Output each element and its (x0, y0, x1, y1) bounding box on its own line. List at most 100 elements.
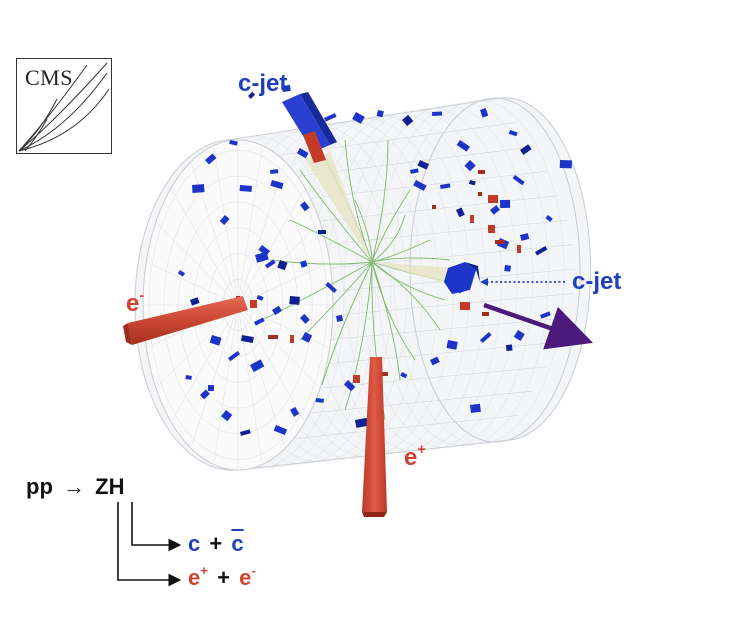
endcap-spoke (172, 189, 239, 306)
calo-hit-red (250, 300, 257, 308)
calo-hit-blue (209, 335, 222, 346)
grid-ring (376, 102, 549, 446)
cjet-pointer-head (480, 278, 488, 286)
process-equation: pp → ZH (26, 474, 124, 500)
calo-hit-blue (177, 270, 186, 277)
calo-hit-blue (352, 111, 365, 124)
calo-hit-blue (301, 332, 313, 343)
process-branch-charm: c + c (188, 531, 244, 557)
endcap-spoke (237, 304, 328, 348)
cjet-top-label: c-jet (238, 70, 287, 98)
track (371, 261, 416, 361)
charm-quark: c (188, 531, 201, 556)
calo-hit-blue (354, 417, 369, 428)
endcap-spoke (148, 262, 239, 306)
track (371, 139, 389, 263)
calo-hit-blue (199, 389, 210, 400)
calo-hit-blue (504, 265, 511, 272)
calo-hit-red (517, 245, 521, 253)
endcap-spoke (191, 304, 239, 447)
calo-hit-blue (336, 314, 344, 322)
calo-hit-blue (512, 174, 525, 186)
calo-hit-red (460, 302, 470, 310)
calo-hit-red (478, 170, 485, 174)
track (371, 189, 411, 263)
calo-hit-blue (290, 406, 300, 417)
calo-hit-blue (535, 246, 548, 256)
endcap-spoke (237, 304, 319, 387)
cjet-right-text: c-jet (572, 268, 622, 295)
electron-plus-charge: + (417, 442, 426, 458)
calo-hit-blue (376, 110, 384, 118)
endcap-spoke (237, 147, 263, 306)
track (371, 261, 446, 301)
endcap-spoke (237, 262, 328, 306)
calo-hit-blue (480, 108, 489, 118)
calo-hit-blue (192, 184, 205, 193)
electron: e (239, 565, 252, 590)
calo-hit-blue (559, 160, 572, 169)
calo-hit-blue (272, 305, 282, 316)
process-final: ZH (95, 474, 125, 499)
electron-plus-text: e (404, 444, 418, 471)
positron-charge: + (200, 563, 208, 578)
calo-hit-blue (254, 317, 265, 326)
jet-cone-right (372, 262, 455, 285)
endcap-spoke (237, 304, 304, 421)
process-branch-electron: e+ + e- (188, 563, 256, 591)
calo-hit-blue (325, 282, 337, 294)
calo-hit-blue (300, 260, 308, 268)
track (344, 139, 373, 263)
cjet-top-text: c-jet (238, 70, 288, 97)
calo-hit-blue (240, 429, 251, 436)
calo-hit-blue (469, 403, 481, 413)
calo-hit-blue (221, 410, 233, 422)
calo-hit-blue (207, 385, 214, 392)
calo-hit-red (478, 192, 482, 196)
endcap-spoke (157, 304, 239, 387)
electron-plus-sign: + (217, 565, 230, 590)
track (344, 261, 373, 411)
charm-plus: + (209, 531, 223, 556)
endcap-spoke (237, 189, 304, 306)
positron: e (188, 565, 201, 590)
electron-plus-label: e+ (404, 442, 426, 472)
calo-hit-blue (480, 331, 492, 343)
calo-hit-blue (506, 344, 513, 351)
calo-hit-blue (264, 259, 276, 269)
endcap-spoke (172, 304, 239, 421)
calo-hit-blue (508, 129, 518, 137)
endcap-spoke (237, 223, 319, 306)
calo-hit-red (268, 335, 278, 339)
endcap-spoke (157, 223, 239, 306)
calo-hit-blue (270, 179, 284, 190)
calo-hit-blue (296, 148, 309, 159)
calo-hit-blue (219, 215, 230, 225)
calo-hit-blue (324, 113, 337, 122)
calo-hit-red (290, 335, 294, 343)
endcap-spoke (237, 304, 285, 447)
calo-hit-blue (282, 84, 291, 92)
cms-logo-graphic (18, 62, 110, 152)
cjet-top-tower (282, 92, 337, 163)
calo-hit-blue (440, 183, 451, 189)
calo-hit-blue (289, 296, 300, 305)
calo-hit-blue (258, 245, 270, 256)
calo-hit-blue (270, 169, 279, 174)
calo-hit-blue (228, 350, 241, 362)
cjet-right-label: c-jet (572, 268, 621, 296)
calorimeter-hits (177, 84, 572, 436)
calo-hit-blue (315, 397, 324, 403)
calo-hit-red (470, 215, 474, 223)
electron-plus-tower (362, 357, 387, 517)
calo-hit-blue (229, 140, 238, 146)
calo-hit-blue (247, 91, 256, 99)
calo-hit-blue (400, 372, 408, 379)
calo-hit-red (378, 372, 388, 376)
calo-hit-red (353, 375, 360, 383)
track (321, 261, 373, 386)
calo-hit-blue (430, 356, 440, 366)
track (371, 261, 401, 381)
calo-hit-blue (490, 205, 500, 215)
